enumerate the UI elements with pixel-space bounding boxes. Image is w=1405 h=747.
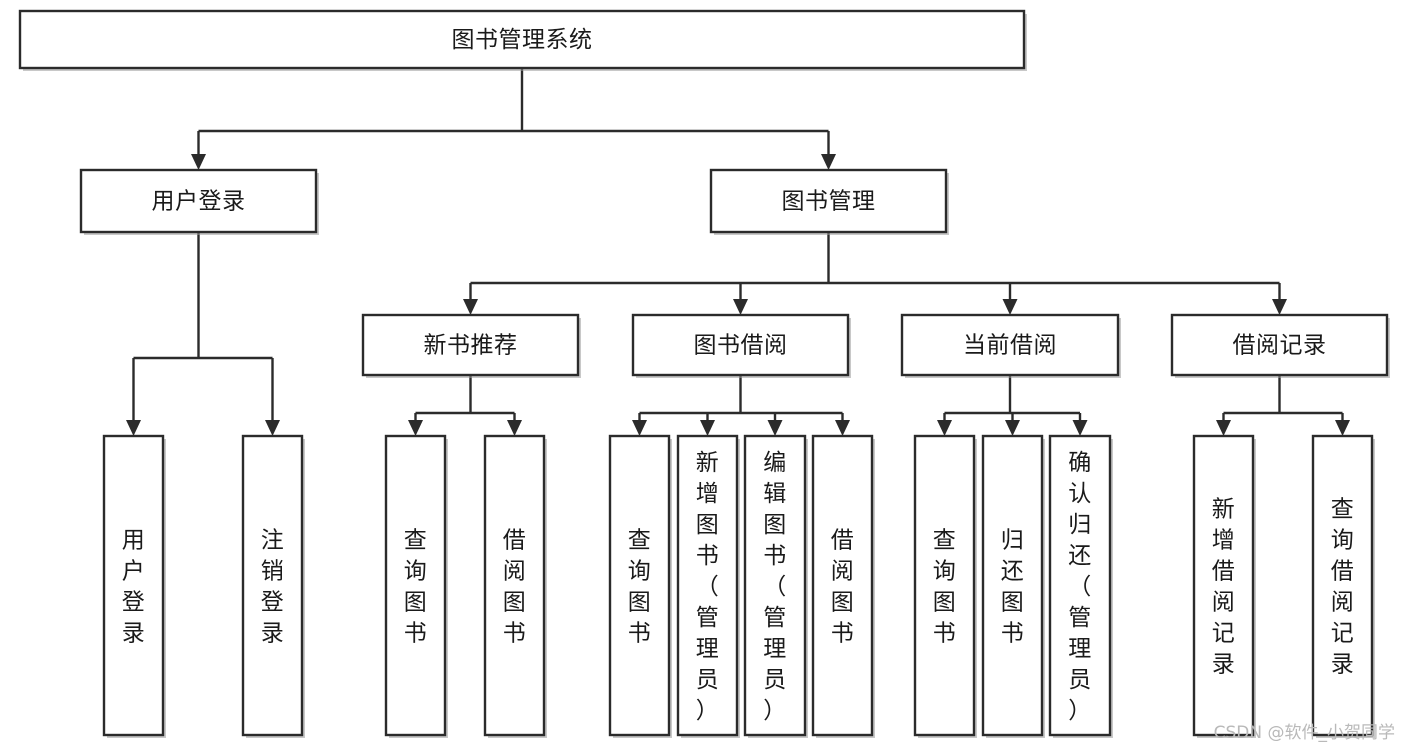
node-leaf-return-book[interactable]: 归还图书 bbox=[981, 434, 1045, 738]
arrow-head-icon bbox=[937, 420, 952, 436]
node-book-manage[interactable]: 图书管理 bbox=[709, 168, 949, 235]
arrow-head-icon bbox=[507, 420, 522, 436]
arrow-head-icon bbox=[126, 420, 141, 436]
node-box bbox=[102, 434, 165, 737]
arrow-head-icon bbox=[1335, 420, 1350, 436]
node-box bbox=[79, 168, 318, 234]
node-box bbox=[1170, 313, 1389, 377]
node-label: 查询图书 bbox=[933, 528, 957, 647]
node-new-book-recommend[interactable]: 新书推荐 bbox=[361, 313, 581, 378]
node-box bbox=[608, 434, 671, 737]
node-leaf-query-book-2[interactable]: 查询图书 bbox=[608, 434, 672, 738]
node-leaf-confirm-return[interactable]: 确认归还（管理员） bbox=[1048, 434, 1113, 738]
node-label: 新书推荐 bbox=[424, 333, 518, 359]
node-box bbox=[631, 313, 850, 377]
arrow-head-icon bbox=[821, 154, 836, 170]
edge-group-book-borrow bbox=[632, 375, 850, 436]
arrow-head-icon bbox=[408, 420, 423, 436]
arrow-head-icon bbox=[1216, 420, 1231, 436]
arrow-head-icon bbox=[733, 299, 748, 315]
arrow-head-icon bbox=[265, 420, 280, 436]
node-box bbox=[384, 434, 447, 737]
node-box bbox=[18, 9, 1026, 70]
node-leaf-borrow-book-1[interactable]: 借阅图书 bbox=[483, 434, 547, 738]
node-box bbox=[900, 313, 1120, 377]
node-box bbox=[241, 434, 304, 737]
node-label: 借阅记录 bbox=[1233, 333, 1327, 359]
connector-layer bbox=[126, 68, 1350, 436]
node-label: 用户登录 bbox=[122, 528, 146, 647]
node-box bbox=[981, 434, 1044, 737]
arrow-head-icon bbox=[1072, 420, 1088, 436]
node-label: 用户登录 bbox=[152, 189, 246, 215]
node-box bbox=[1192, 434, 1255, 737]
node-label: 借阅图书 bbox=[831, 528, 855, 647]
node-label: 借阅图书 bbox=[503, 528, 527, 647]
node-label: 新增借阅记录 bbox=[1212, 497, 1236, 678]
node-leaf-logout[interactable]: 注销登录 bbox=[241, 434, 305, 738]
node-layer: 图书管理系统用户登录图书管理新书推荐图书借阅当前借阅借阅记录用户登录注销登录查询… bbox=[18, 9, 1390, 738]
edge-group-current-borrow bbox=[937, 375, 1088, 436]
arrow-head-icon bbox=[1002, 299, 1018, 315]
node-book-borrow[interactable]: 图书借阅 bbox=[631, 313, 851, 378]
edge-group-new-book-recommend bbox=[408, 375, 522, 436]
edge-group-root bbox=[191, 68, 836, 170]
node-leaf-query-book-1[interactable]: 查询图书 bbox=[384, 434, 448, 738]
node-label: 当前借阅 bbox=[963, 333, 1057, 359]
node-label: 查询借阅记录 bbox=[1331, 497, 1355, 678]
node-box bbox=[361, 313, 580, 377]
node-label: 图书借阅 bbox=[694, 333, 788, 359]
node-leaf-add-book[interactable]: 新增图书（管理员） bbox=[676, 434, 740, 738]
node-box bbox=[811, 434, 874, 737]
node-leaf-edit-book[interactable]: 编辑图书（管理员） bbox=[743, 434, 808, 738]
arrow-head-icon bbox=[463, 299, 478, 315]
node-box bbox=[1311, 434, 1374, 737]
node-leaf-query-record[interactable]: 查询借阅记录 bbox=[1311, 434, 1375, 738]
node-label: 归还图书 bbox=[1001, 528, 1025, 647]
arrow-head-icon bbox=[1272, 299, 1287, 315]
edge-group-book-manage bbox=[463, 232, 1287, 315]
node-label: 查询图书 bbox=[628, 528, 652, 647]
node-label: 图书管理系统 bbox=[452, 27, 593, 53]
node-leaf-borrow-book-2[interactable]: 借阅图书 bbox=[811, 434, 875, 738]
node-label: 注销登录 bbox=[261, 528, 285, 647]
node-box bbox=[709, 168, 948, 234]
arrow-head-icon bbox=[835, 420, 850, 436]
node-leaf-query-book-3[interactable]: 查询图书 bbox=[913, 434, 977, 738]
node-box bbox=[743, 434, 807, 737]
node-label: 新增图书（管理员） bbox=[696, 450, 720, 724]
node-box bbox=[1048, 434, 1112, 737]
csdn-watermark: CSDN @软件_小贺同学 bbox=[1213, 723, 1395, 743]
node-label: 编辑图书（管理员） bbox=[763, 450, 787, 724]
node-leaf-user-login[interactable]: 用户登录 bbox=[102, 434, 166, 738]
node-borrow-record[interactable]: 借阅记录 bbox=[1170, 313, 1390, 378]
node-label: 确认归还（管理员） bbox=[1068, 450, 1092, 724]
edge-group-borrow-record bbox=[1216, 375, 1350, 436]
edge-group-user-login bbox=[126, 232, 280, 436]
node-root[interactable]: 图书管理系统 bbox=[18, 9, 1027, 71]
node-current-borrow[interactable]: 当前借阅 bbox=[900, 313, 1121, 378]
arrow-head-icon bbox=[632, 420, 647, 436]
arrow-head-icon bbox=[191, 154, 206, 170]
arrow-head-icon bbox=[1005, 420, 1020, 436]
node-box bbox=[676, 434, 739, 737]
arrow-head-icon bbox=[767, 420, 783, 436]
node-box bbox=[913, 434, 976, 737]
node-leaf-add-record[interactable]: 新增借阅记录 bbox=[1192, 434, 1256, 738]
node-label: 图书管理 bbox=[782, 189, 876, 215]
node-user-login[interactable]: 用户登录 bbox=[79, 168, 319, 235]
arrow-head-icon bbox=[700, 420, 715, 436]
node-label: 查询图书 bbox=[404, 528, 428, 647]
node-box bbox=[483, 434, 546, 737]
